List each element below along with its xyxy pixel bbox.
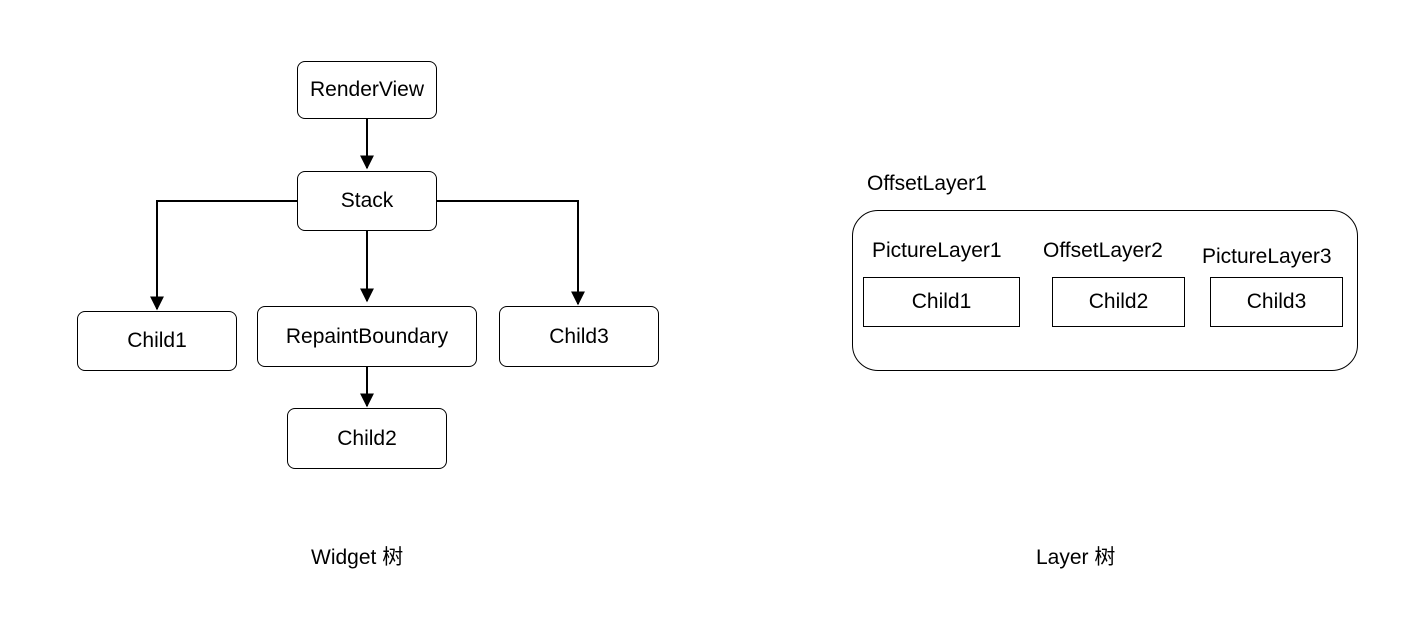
node-child3-label: Child3 xyxy=(549,324,609,348)
node-repaintboundary-label: RepaintBoundary xyxy=(285,324,449,348)
node-child3: Child3 xyxy=(499,306,659,367)
layer-child3-label: Child3 xyxy=(1246,290,1307,313)
widget-tree-caption: Widget 树 xyxy=(311,546,404,569)
layer-child1-box: Child1 xyxy=(863,277,1020,327)
node-child1: Child1 xyxy=(77,311,237,371)
node-renderview-label: RenderView xyxy=(309,78,424,101)
edge-stack-child1 xyxy=(150,200,297,311)
layer-child3-box: Child3 xyxy=(1210,277,1343,327)
node-repaintboundary: RepaintBoundary xyxy=(257,306,477,367)
offset-layer2-label: OffsetLayer2 xyxy=(1043,239,1163,262)
picture-layer3-label: PictureLayer3 xyxy=(1202,245,1332,268)
layer-child2-box: Child2 xyxy=(1052,277,1185,327)
layer-child2-label: Child2 xyxy=(1088,290,1149,313)
layer-tree-caption: Layer 树 xyxy=(1036,546,1116,569)
node-child2-label: Child2 xyxy=(337,426,397,450)
layer-child1-label: Child1 xyxy=(911,290,972,313)
node-child1-label: Child1 xyxy=(127,329,187,352)
node-renderview: RenderView xyxy=(297,61,437,119)
picture-layer1-label: PictureLayer1 xyxy=(872,239,1002,262)
node-child2: Child2 xyxy=(287,408,447,469)
node-stack: Stack xyxy=(297,171,437,231)
offset-layer1-label: OffsetLayer1 xyxy=(867,172,987,195)
edge-stack-child3 xyxy=(437,200,585,306)
node-stack-label: Stack xyxy=(340,189,394,212)
